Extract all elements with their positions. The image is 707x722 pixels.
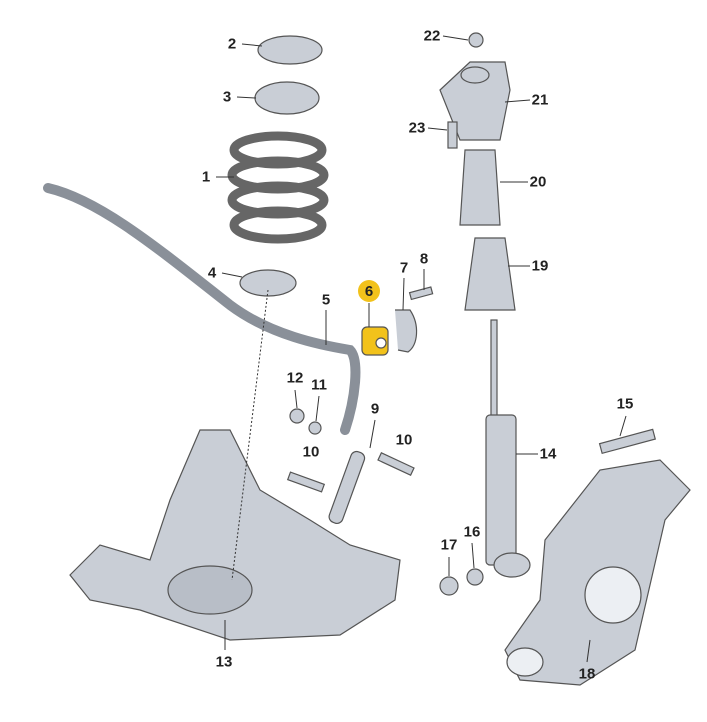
lower-control-arm	[69, 429, 401, 641]
part-label-20: 20	[529, 173, 547, 191]
bolt	[377, 451, 415, 477]
part-label-1: 1	[201, 168, 211, 186]
leader-lines	[216, 35, 627, 663]
nut	[289, 408, 305, 424]
part-label-18: 18	[578, 665, 596, 683]
part-label-16: 16	[463, 523, 481, 541]
part-label-11: 11	[311, 376, 327, 394]
bushing-clamp	[395, 309, 418, 353]
part-label-19: 19	[531, 257, 549, 275]
part-label-13: 13	[215, 653, 233, 671]
part-label-5: 5	[321, 291, 331, 309]
washer	[308, 421, 322, 435]
nut	[439, 576, 459, 596]
coupling-rod	[328, 450, 366, 525]
lower-spring-seat	[239, 269, 297, 297]
part-label-10: 10	[395, 431, 413, 449]
bump-stop	[459, 149, 501, 226]
part-label-9: 9	[370, 400, 380, 418]
part-label-7: 7	[399, 259, 409, 277]
part-label-23: 23	[408, 119, 426, 137]
part-label-21: 21	[531, 91, 549, 109]
bolt	[286, 471, 326, 493]
bolt	[408, 286, 434, 301]
part-label-14: 14	[539, 445, 557, 463]
part-label-3: 3	[222, 88, 232, 106]
upper-spring-seat	[257, 35, 323, 65]
part-label-17: 17	[440, 536, 458, 554]
part-label-12: 12	[286, 369, 304, 387]
shock-absorber	[485, 414, 517, 566]
part-label-15: 15	[616, 395, 634, 413]
shock-top-mount	[439, 61, 511, 141]
washer	[466, 568, 484, 586]
bolt	[447, 121, 458, 149]
stabilizer-bar	[43, 183, 361, 435]
part-label-8: 8	[419, 250, 429, 268]
coil-spring	[227, 131, 329, 244]
part-label-10: 10	[302, 443, 320, 461]
part-label-22: 22	[423, 27, 441, 45]
spring-pad	[254, 81, 320, 115]
part-label-6-highlighted: 6	[358, 280, 380, 302]
part-label-2: 2	[227, 35, 237, 53]
shock-rod	[490, 319, 498, 421]
dust-cover	[464, 237, 516, 311]
part-label-4: 4	[207, 264, 217, 282]
bolt	[598, 428, 657, 455]
nut	[468, 32, 484, 48]
